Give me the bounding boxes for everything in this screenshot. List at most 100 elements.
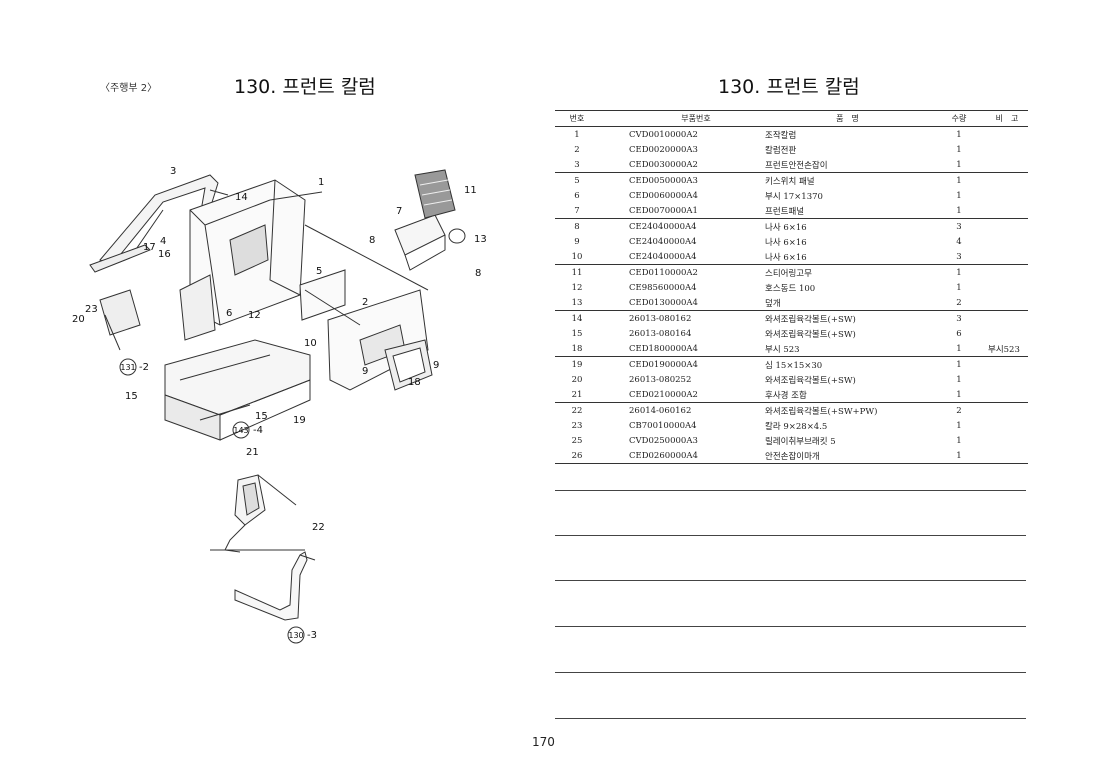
header-remarks: 비 고 (986, 110, 1028, 127)
row-number: 23 (571, 420, 583, 431)
row-part-name: 칼럼전판 (765, 145, 797, 156)
row-quantity: 3 (932, 310, 986, 326)
header-quantity: 수량 (932, 110, 986, 127)
row-quantity: 1 (932, 172, 986, 188)
row-part-number: CED0030000A2 (629, 159, 698, 170)
ref-143-number: 143 (233, 426, 248, 435)
figure-reference-131: 131 -2 (119, 358, 149, 376)
blank-line (555, 672, 1026, 673)
row-number: 26 (555, 448, 599, 464)
row-quantity: 1 (956, 205, 962, 216)
row-part-name: 스티어링고무 (763, 264, 932, 280)
row-part-number: 26013-080162 (599, 310, 763, 326)
row-part-number: CED0210000A2 (629, 389, 698, 400)
row-quantity: 1 (932, 356, 986, 372)
row-remark (986, 142, 1028, 157)
blank-line (555, 626, 1026, 627)
row-number: 19 (555, 356, 599, 372)
row-remark (986, 402, 1028, 418)
diagram-line-art (89, 169, 466, 621)
callout-11: 11 (464, 185, 477, 196)
row-part-name: 후사경 조합 (765, 390, 807, 401)
row-quantity: 1 (956, 374, 962, 385)
header-part-number: 부품번호 (599, 110, 763, 127)
row-part-number: CE24040000A4 (629, 236, 697, 247)
row-remark (986, 172, 1028, 188)
ref-130-suffix: -3 (307, 630, 317, 641)
right-page-title: 130. 프런트 칼럼 (718, 76, 860, 98)
row-part-name: 안전손잡이마개 (763, 448, 932, 464)
callout-21: 21 (246, 447, 259, 458)
row-part-number: 26014-060162 (599, 402, 763, 418)
callout-labels: 1 2 3 4 5 6 7 8 8 9 9 10 11 12 13 14 15 … (72, 166, 487, 533)
row-remark (986, 387, 1028, 403)
callout-2: 2 (362, 297, 368, 308)
left-page-title: 130. 프런트 칼럼 (234, 76, 376, 98)
row-part-name: 호스동드 100 (765, 283, 816, 294)
exploded-parts-diagram: 1 2 3 4 5 6 7 8 8 9 9 10 11 12 13 14 15 … (72, 166, 487, 644)
callout-9a: 9 (362, 366, 368, 377)
row-part-name: 심 15×15×30 (763, 356, 932, 372)
row-remark (986, 326, 1028, 341)
row-part-name: 조작칼럼 (765, 130, 797, 141)
row-quantity: 1 (956, 435, 962, 446)
section-subtitle: 〈주행부 2〉 (100, 83, 158, 94)
callout-8b: 8 (475, 268, 481, 279)
callout-19: 19 (293, 415, 306, 426)
callout-12: 12 (248, 310, 261, 321)
callout-9b: 9 (433, 360, 439, 371)
callout-6: 6 (226, 308, 232, 319)
row-part-name: 나사 6×16 (765, 252, 807, 263)
row-number: 20 (571, 374, 583, 385)
callout-17: 17 (143, 242, 156, 253)
row-remark (986, 310, 1028, 326)
row-part-number: CB70010000A4 (629, 420, 697, 431)
callout-10: 10 (304, 338, 317, 349)
row-part-name: 칼라 9×28×4.5 (765, 421, 828, 432)
row-part-number: CVD0010000A2 (629, 129, 698, 140)
row-number: 21 (571, 389, 583, 400)
row-quantity: 1 (956, 159, 962, 170)
row-part-number: 26013-080164 (629, 328, 692, 339)
row-part-number: CE24040000A4 (629, 251, 697, 262)
callout-7: 7 (396, 206, 402, 217)
row-part-name: 나사 6×16 (763, 218, 932, 234)
callout-13: 13 (474, 234, 487, 245)
row-part-name: 프런트안전손잡이 (765, 160, 828, 171)
blank-line (555, 718, 1026, 719)
row-quantity: 4 (956, 236, 962, 247)
callout-16: 16 (158, 249, 171, 260)
header-number: 번호 (555, 110, 599, 127)
callout-15a: 15 (125, 391, 138, 402)
row-part-name: 와셔조립육각볼트(+SW) (763, 310, 932, 326)
row-part-number: CED0060000A4 (629, 190, 698, 201)
ref-130-number: 130 (288, 631, 303, 640)
row-remark (986, 264, 1028, 280)
row-part-number: CED0260000A4 (599, 448, 763, 464)
callout-14: 14 (235, 192, 248, 203)
row-part-name: 키스위치 패널 (763, 172, 932, 188)
header-part-name: 품 명 (763, 110, 932, 127)
figure-reference-130: 130 -3 (287, 626, 317, 644)
row-number: 8 (555, 218, 599, 234)
row-remark (986, 157, 1028, 173)
row-remark (986, 218, 1028, 234)
row-remark (986, 295, 1028, 311)
row-part-number: CED0050000A3 (599, 172, 763, 188)
row-quantity: 1 (956, 282, 962, 293)
row-number: 25 (571, 435, 583, 446)
